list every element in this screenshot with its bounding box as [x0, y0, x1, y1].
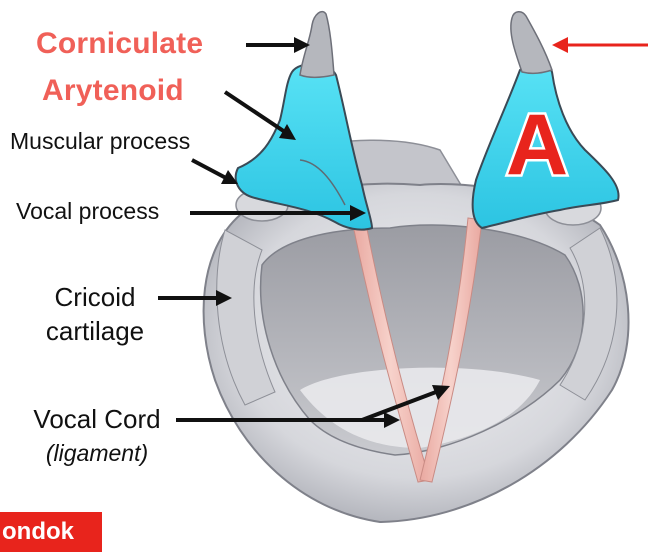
red-pointer-arrow	[552, 37, 648, 53]
vocal-cord-label: Vocal Cord (ligament)	[14, 402, 180, 470]
vocal-cord-label-line2: (ligament)	[14, 436, 180, 470]
vocal-process-label: Vocal process	[16, 198, 159, 225]
source-badge: ondok	[0, 512, 102, 552]
cricoid-label-line2: cartilage	[30, 314, 160, 348]
muscular-process-label: Muscular process	[10, 128, 190, 155]
corniculate-label: Corniculate	[36, 27, 203, 61]
cricoid-label: Cricoid cartilage	[30, 280, 160, 348]
cricoid-label-line1: Cricoid	[30, 280, 160, 314]
arytenoid-letter: A	[506, 97, 568, 193]
right-corniculate	[511, 12, 552, 74]
vocal-cord-label-line1: Vocal Cord	[14, 402, 180, 436]
arytenoid-label: Arytenoid	[42, 74, 184, 108]
